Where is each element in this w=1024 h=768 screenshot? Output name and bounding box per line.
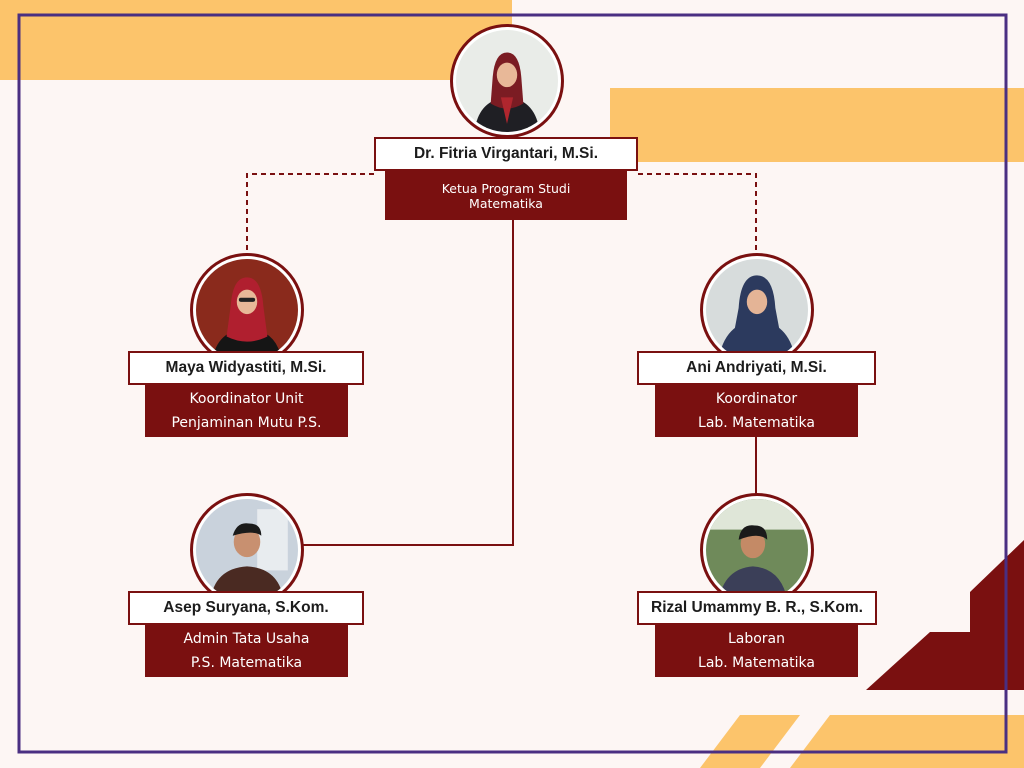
corner-step-shape xyxy=(866,540,1024,690)
top-right-stripe xyxy=(610,88,1024,162)
role-line-2: Lab. Matematika xyxy=(698,655,815,671)
role-line-1: Ketua Program Studi xyxy=(441,180,571,196)
name-label: Dr. Fitria Virgantari, M.Si. xyxy=(374,137,638,171)
person-photo-icon xyxy=(196,259,298,361)
role-line-1: Laboran xyxy=(727,631,786,647)
person-photo-icon xyxy=(456,30,558,132)
role-line-2: Lab. Matematika xyxy=(698,415,815,431)
person-photo-icon xyxy=(706,499,808,601)
avatar xyxy=(190,493,304,607)
role-line-1: Koordinator Unit xyxy=(189,391,304,407)
role-label: Laboran Lab. Matematika xyxy=(655,625,858,677)
name-label: Ani Andriyati, M.Si. xyxy=(637,351,876,385)
avatar xyxy=(450,24,564,138)
name-label: Asep Suryana, S.Kom. xyxy=(128,591,364,625)
role-line-2: P.S. Matematika xyxy=(190,655,303,671)
bottom-right-stripe-1 xyxy=(700,715,800,768)
role-label: Ketua Program Studi Matematika xyxy=(385,171,627,220)
avatar xyxy=(190,253,304,367)
role-label: Admin Tata Usaha P.S. Matematika xyxy=(145,625,348,677)
role-line-2: Matematika xyxy=(469,195,543,211)
role-line-2: Penjaminan Mutu P.S. xyxy=(171,415,322,431)
bottom-right-stripe-2 xyxy=(790,715,1024,768)
dashed-connector-left xyxy=(246,173,374,254)
person-photo-icon xyxy=(706,259,808,361)
solid-connector-admin xyxy=(302,220,514,546)
role-label: Koordinator Lab. Matematika xyxy=(655,385,858,437)
name-label: Maya Widyastiti, M.Si. xyxy=(128,351,364,385)
top-left-stripe xyxy=(0,0,512,80)
role-line-1: Admin Tata Usaha xyxy=(183,631,310,647)
avatar xyxy=(700,253,814,367)
role-label: Koordinator Unit Penjaminan Mutu P.S. xyxy=(145,385,348,437)
outer-frame xyxy=(17,13,1008,754)
dashed-connector-right xyxy=(638,173,757,254)
person-photo-icon xyxy=(196,499,298,601)
name-label: Rizal Umammy B. R., S.Kom. xyxy=(637,591,877,625)
role-line-1: Koordinator xyxy=(715,391,798,407)
avatar xyxy=(700,493,814,607)
